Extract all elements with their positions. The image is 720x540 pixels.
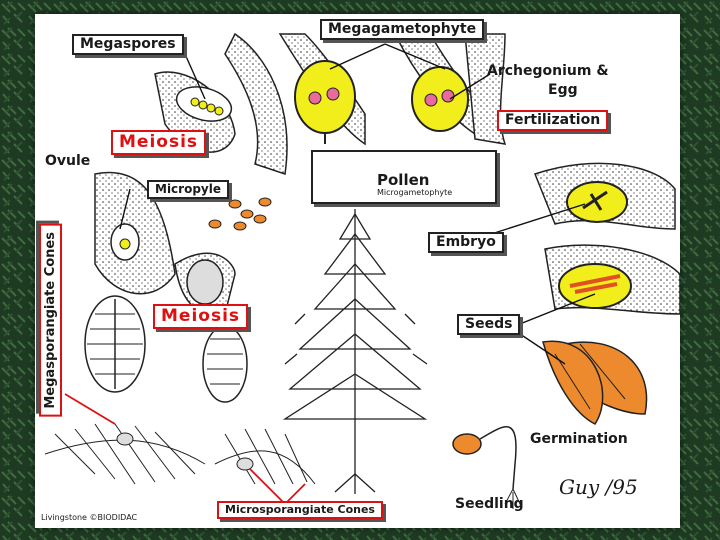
signature: Guy /95 [559, 476, 638, 498]
fertilization-label: Fertilization [497, 110, 608, 131]
seedling-label: Seedling [455, 497, 524, 512]
meiosis-label-mid: Meiosis [153, 304, 248, 329]
pollen-box: Pollen Microgametophyte [311, 150, 497, 204]
embryo-label: Embryo [428, 232, 504, 253]
diagram-panel: Megaspores Megagametophyte Archegonium &… [35, 14, 680, 528]
microgametophyte-label: Microgametophyte [377, 189, 452, 198]
micropyle-label: Micropyle [147, 180, 229, 199]
credit-label: Livingstone ©BIODIDAC [41, 514, 137, 523]
meiosis-label-top: Meiosis [111, 130, 206, 155]
life-cycle-illustration [35, 14, 680, 528]
pollen-label: Pollen [377, 172, 429, 189]
seeds-label: Seeds [457, 314, 520, 335]
megasporangiate-cones-label: Megasporangiate Cones [39, 224, 62, 417]
egg-label: Egg [548, 83, 578, 98]
microsporangiate-cones-label: Microsporangiate Cones [217, 501, 383, 519]
germination-label: Germination [530, 432, 628, 447]
archegonium-label: Archegonium & [487, 64, 609, 79]
megagametophyte-label: Megagametophyte [320, 19, 484, 40]
ovule-label: Ovule [45, 154, 90, 169]
megaspores-label: Megaspores [72, 34, 184, 55]
